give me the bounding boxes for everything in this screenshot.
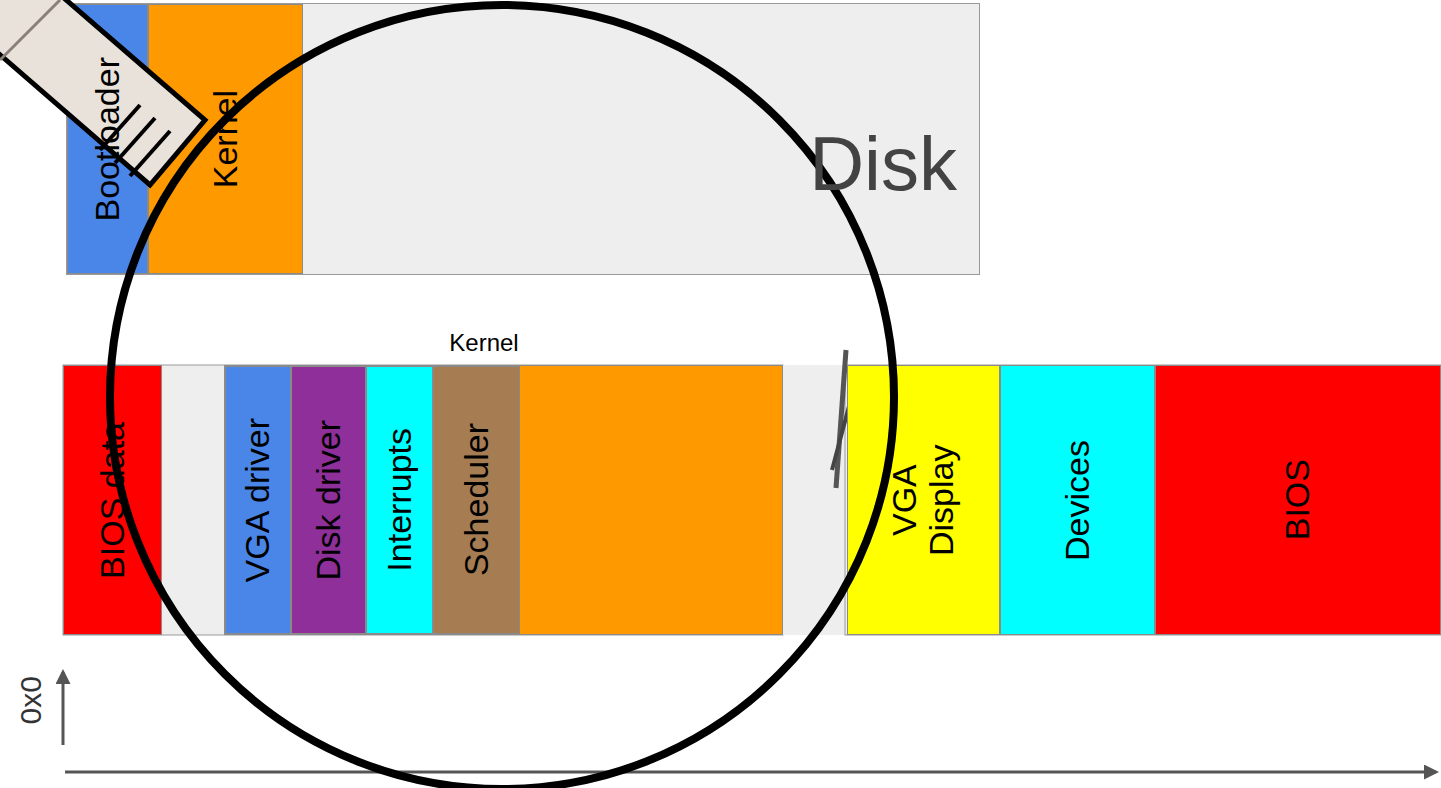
memory-bar: [845, 365, 1441, 635]
bios-data-segment: BIOS data: [63, 365, 162, 635]
kernel-region: KernelVGA driverDisk driverInterruptsSch…: [224, 365, 783, 635]
address-arrow: [62, 672, 65, 745]
segment-label: Disk driver: [310, 420, 347, 581]
segment-label: Devices: [1059, 440, 1096, 561]
bootloader-segment: Bootloader: [67, 4, 148, 274]
kernel-segment: Kernel: [148, 4, 303, 274]
memory-gap: [783, 365, 845, 635]
segment-label: Disk: [809, 122, 957, 206]
scheduler-segment: Scheduler: [433, 366, 520, 634]
segment-label: Kernel: [207, 90, 244, 188]
segment-label: VGA Display: [886, 415, 961, 585]
segment-label: Scheduler: [458, 423, 495, 576]
vga-driver-segment: VGA driver: [225, 366, 291, 634]
address-axis: [65, 771, 1436, 774]
interrupts-segment: Interrupts: [366, 366, 433, 634]
segment-label: BIOS: [1279, 459, 1316, 540]
region-heading: Kernel: [225, 330, 743, 356]
segment-label: BIOS data: [94, 422, 131, 579]
vga-display-segment: VGA Display: [847, 365, 1000, 635]
segment-label: VGA driver: [239, 418, 276, 582]
segment-label: Interrupts: [381, 428, 418, 572]
segment-label: Bootloader: [89, 57, 126, 221]
address-label: 0x0: [14, 676, 47, 724]
devices-segment: Devices: [1000, 365, 1155, 635]
disk-region: Disk Bootloader Kernel: [66, 3, 980, 275]
bios-segment: BIOS: [1155, 365, 1441, 635]
disk-driver-segment: Disk driver: [291, 366, 366, 634]
memory-bar: [63, 365, 783, 635]
